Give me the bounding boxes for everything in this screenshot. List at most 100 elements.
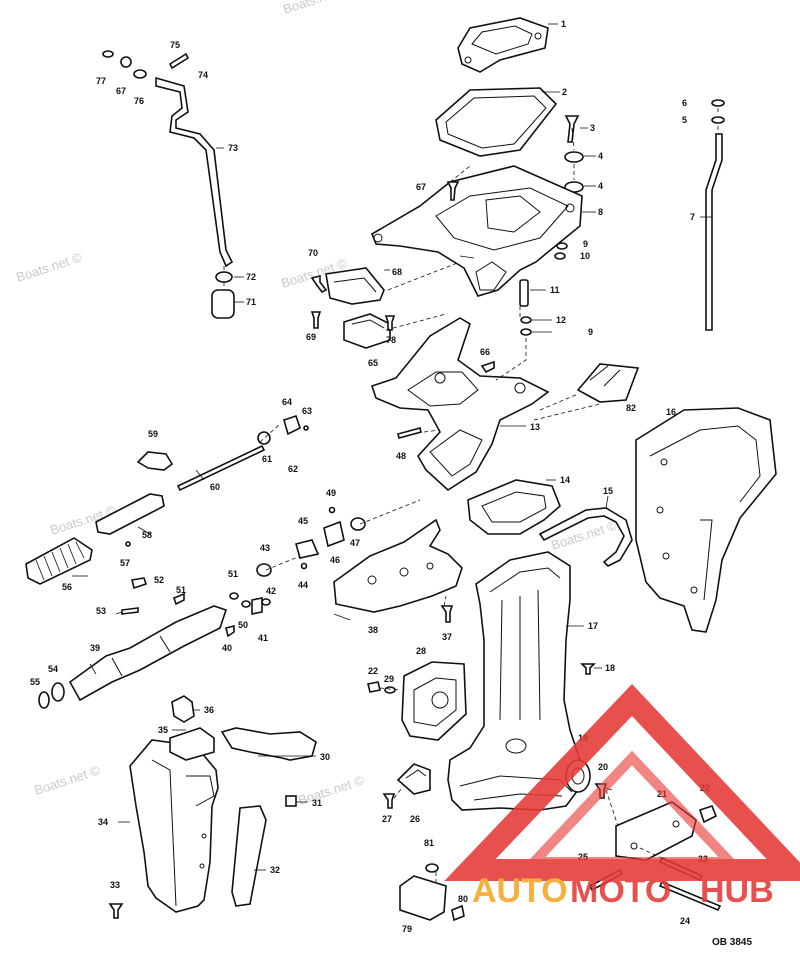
part-6-washer (711, 116, 725, 124)
part-82-rubber-block (576, 363, 640, 403)
part-67-screw (446, 181, 460, 201)
part-35-block (169, 727, 215, 761)
watermark: Boats.net © (32, 762, 102, 797)
callout-2: 2 (562, 87, 567, 97)
part-63-pin (303, 425, 309, 431)
part-77-washer (102, 50, 114, 58)
part-78-screw (384, 315, 396, 331)
part-80-screw (451, 904, 465, 922)
part-39-steering-arm (68, 605, 228, 702)
callout-49: 49 (326, 488, 336, 498)
part-72-nut (215, 271, 233, 283)
callout-79: 79 (402, 924, 412, 934)
callout-82: 82 (626, 403, 636, 413)
callout-11: 11 (550, 285, 560, 295)
part-1-gasket-plate (457, 17, 549, 73)
callout-1: 1 (561, 19, 566, 29)
callout-58: 58 (142, 530, 152, 540)
part-52-screw (131, 577, 148, 590)
part-26-grommet (396, 763, 431, 795)
callout-80: 80 (458, 894, 468, 904)
part-73-shift-rod (155, 76, 234, 268)
part-45-bushing (295, 539, 320, 559)
callout-31: 31 (312, 798, 322, 808)
watermark: Boats.net © (296, 772, 366, 807)
part-79-block (399, 875, 447, 921)
part-32-strip (231, 805, 267, 907)
callout-32: 32 (270, 865, 280, 875)
callout-9: 9 (588, 327, 593, 337)
callout-66: 66 (480, 347, 490, 357)
callout-15: 15 (603, 486, 613, 496)
logo-triangle-inner (522, 750, 742, 867)
callout-52: 52 (154, 575, 164, 585)
part-48-pin (397, 427, 422, 439)
part-66-screw (480, 360, 495, 374)
part-29-washer (384, 686, 396, 694)
callout-43: 43 (260, 543, 270, 553)
part-36-clip (171, 695, 195, 723)
part-28-bracket (401, 661, 467, 741)
callout-56: 56 (62, 582, 72, 592)
part-15-water-tube (538, 507, 633, 567)
callout-74: 74 (198, 70, 208, 80)
callout-45: 45 (298, 516, 308, 526)
part-10-nut (554, 252, 566, 260)
part-57-tube (95, 493, 165, 535)
callout-59: 59 (148, 429, 158, 439)
callout-76: 76 (134, 96, 144, 106)
part-51-washer (229, 592, 239, 600)
callout-4: 4 (598, 181, 603, 191)
part-67-clip (120, 56, 132, 68)
logo-triangle-red (444, 684, 800, 881)
callout-35: 35 (158, 725, 168, 735)
callout-37: 37 (442, 632, 452, 642)
callout-26: 26 (410, 814, 420, 824)
callout-54: 54 (48, 664, 58, 674)
part-30-bracket (220, 727, 317, 761)
part-43-bushing (256, 563, 272, 577)
part-69-screw (310, 311, 322, 329)
callout-39: 39 (90, 643, 100, 653)
callout-51: 51 (176, 585, 186, 595)
callout-13: 13 (530, 422, 540, 432)
callout-65: 65 (368, 358, 378, 368)
callout-30: 30 (320, 752, 330, 762)
part-65-mount-block (343, 313, 391, 349)
callout-27: 27 (382, 814, 392, 824)
part-12-washer (520, 316, 532, 324)
callout-17: 17 (588, 621, 598, 631)
callout-62: 62 (288, 464, 298, 474)
callout-72: 72 (246, 272, 256, 282)
callout-9: 9 (583, 239, 588, 249)
automotohub-logo: AUTO MOTO HUB (444, 684, 800, 910)
part-5-washer (711, 99, 725, 107)
figure-reference: OB 3845 (712, 937, 752, 948)
logo-text-hub: HUB (700, 872, 774, 910)
assembly-lines (223, 108, 719, 882)
logo-text-auto: AUTO (472, 872, 568, 910)
callout-57: 57 (120, 558, 130, 568)
callout-34: 34 (98, 817, 108, 827)
part-68-bracket (325, 267, 385, 305)
callout-46: 46 (330, 555, 340, 565)
part-64-block (283, 414, 301, 436)
part-37-screw (440, 605, 454, 623)
callout-10: 10 (580, 251, 590, 261)
callout-16: 16 (666, 407, 676, 417)
callout-5: 5 (682, 115, 687, 125)
callout-18: 18 (605, 663, 615, 673)
part-55-seal (38, 691, 50, 709)
part-40-screw (225, 624, 235, 638)
watermark: Boats.net © (281, 0, 351, 17)
part-11-stud (519, 279, 529, 307)
callout-14: 14 (560, 475, 570, 485)
part-44-pin (300, 562, 308, 570)
part-70-screw (310, 274, 328, 294)
callout-47: 47 (350, 538, 360, 548)
callout-67: 67 (116, 86, 126, 96)
part-22-nut (367, 681, 381, 693)
callout-33: 33 (110, 880, 120, 890)
part-75-pin (168, 52, 190, 70)
